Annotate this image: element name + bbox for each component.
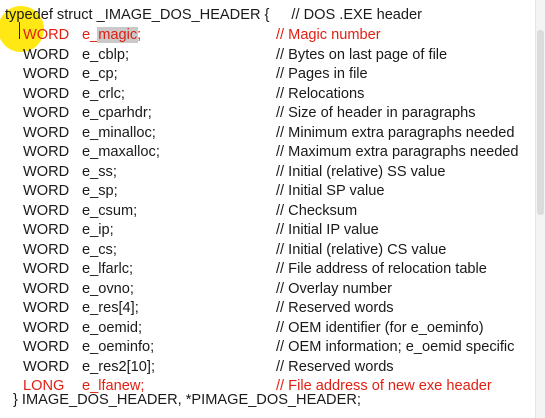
field-name: e_cparhdr;: [82, 105, 152, 121]
field-comment: // Initial (relative) SS value: [276, 163, 446, 180]
field-line-e-cparhdr: WORD e_cparhdr; // Size of header in par…: [0, 103, 545, 123]
field-name: e_cp;: [82, 66, 118, 82]
struct-footer-line: } IMAGE_DOS_HEADER, *PIMAGE_DOS_HEADER;: [13, 390, 361, 410]
field-line-e-minalloc: WORD e_minalloc; // Minimum extra paragr…: [0, 123, 545, 143]
selected-text[interactable]: magic: [97, 27, 139, 43]
field-comment: // File address of new exe header: [276, 378, 492, 394]
field-name: e_oeminfo;: [82, 339, 155, 355]
field-comment: // Checksum: [276, 202, 358, 219]
field-name: e_ovno;: [82, 280, 134, 297]
struct-header-comment: // DOS .EXE header: [291, 7, 423, 23]
field-line-e-sp: WORD e_sp; // Initial SP value: [0, 181, 545, 201]
field-type: WORD: [23, 339, 70, 355]
field-line-e-cblp: WORD e_cblp; // Bytes on last page of fi…: [0, 45, 545, 65]
field-name: e_oemid;: [82, 319, 143, 336]
field-name: e_csum;: [82, 202, 138, 219]
struct-closing: } IMAGE_DOS_HEADER, *PIMAGE_DOS_HEADER;: [13, 392, 361, 408]
field-name: e_minalloc;: [82, 124, 156, 141]
field-type: WORD: [23, 241, 70, 258]
field-comment: // Bytes on last page of file: [276, 46, 448, 63]
field-line-e-magic: WORD e_magic; // Magic number: [0, 25, 545, 45]
field-comment: // Overlay number: [276, 280, 392, 297]
field-type: WORD: [23, 300, 70, 316]
field-name: e_crlc;: [82, 85, 125, 102]
field-type: WORD: [23, 280, 70, 297]
field-type: WORD: [23, 85, 70, 102]
field-type: LONG: [23, 378, 65, 394]
field-type: WORD: [23, 27, 70, 43]
field-type: WORD: [23, 105, 70, 121]
text-caret: [19, 22, 20, 39]
field-type: WORD: [23, 261, 70, 277]
field-line-e-csum: WORD e_csum; // Checksum: [0, 201, 545, 221]
field-line-e-maxalloc: WORD e_maxalloc; // Maximum extra paragr…: [0, 142, 545, 162]
field-comment: // Size of header in paragraphs: [276, 105, 476, 121]
field-type: WORD: [23, 46, 70, 63]
field-type: WORD: [23, 163, 70, 180]
mouse-cursor-highlight: [0, 6, 44, 52]
field-comment: // OEM information; e_oemid specific: [276, 339, 515, 355]
field-name: e_magic;: [82, 27, 142, 43]
struct-declaration: typedef struct _IMAGE_DOS_HEADER {: [5, 7, 270, 23]
field-comment: // File address of relocation table: [276, 261, 487, 277]
field-line-e-cs: WORD e_cs; // Initial (relative) CS valu…: [0, 240, 545, 260]
field-comment: // Relocations: [276, 85, 365, 102]
field-comment: // Minimum extra paragraphs needed: [276, 124, 515, 141]
field-line-e-res2: WORD e_res2[10]; // Reserved words: [0, 357, 545, 377]
field-comment: // Magic number: [276, 27, 381, 43]
field-name: e_res2[10];: [82, 358, 156, 375]
field-comment: // Reserved words: [276, 358, 394, 375]
field-line-e-lfarlc: WORD e_lfarlc; // File address of reloca…: [0, 259, 545, 279]
field-type: WORD: [23, 319, 70, 336]
field-name: e_cblp;: [82, 46, 130, 63]
field-type: WORD: [23, 222, 70, 238]
field-line-e-oemid: WORD e_oemid; // OEM identifier (for e_o…: [0, 318, 545, 338]
scrollbar-thumb[interactable]: [537, 30, 544, 215]
field-name: e_ip;: [82, 222, 114, 238]
field-name: e_res[4];: [82, 300, 139, 316]
field-line-e-res: WORD e_res[4]; // Reserved words: [0, 298, 545, 318]
struct-header-line: typedef struct _IMAGE_DOS_HEADER { // DOS…: [5, 5, 422, 25]
field-comment: // Initial IP value: [276, 222, 379, 238]
field-comment: // Initial SP value: [276, 183, 385, 199]
field-type: WORD: [23, 144, 70, 160]
field-line-e-crlc: WORD e_crlc; // Relocations: [0, 84, 545, 104]
field-type: WORD: [23, 124, 70, 141]
field-name: e_sp;: [82, 183, 118, 199]
field-type: WORD: [23, 202, 70, 219]
field-comment: // OEM identifier (for e_oeminfo): [276, 319, 484, 336]
field-name: e_cs;: [82, 241, 117, 258]
field-line-e-ip: WORD e_ip; // Initial IP value: [0, 220, 545, 240]
field-type: WORD: [23, 183, 70, 199]
field-line-e-ovno: WORD e_ovno; // Overlay number: [0, 279, 545, 299]
field-comment: // Maximum extra paragraphs needed: [276, 144, 519, 160]
field-line-e-oeminfo: WORD e_oeminfo; // OEM information; e_oe…: [0, 337, 545, 357]
vertical-scrollbar[interactable]: [535, 0, 545, 418]
field-name: e_maxalloc;: [82, 144, 160, 160]
field-comment: // Reserved words: [276, 300, 394, 316]
field-line-e-ss: WORD e_ss; // Initial (relative) SS valu…: [0, 162, 545, 182]
field-comment: // Pages in file: [276, 66, 368, 82]
field-line-e-cp: WORD e_cp; // Pages in file: [0, 64, 545, 84]
field-name: e_lfarlc;: [82, 261, 134, 277]
field-line-e-lfanew: LONG e_lfanew; // File address of new ex…: [0, 376, 545, 396]
field-comment: // Initial (relative) CS value: [276, 241, 447, 258]
field-type: WORD: [23, 358, 70, 375]
field-name: e_lfanew;: [82, 378, 145, 394]
field-name: e_ss;: [82, 163, 117, 180]
field-type: WORD: [23, 66, 70, 82]
